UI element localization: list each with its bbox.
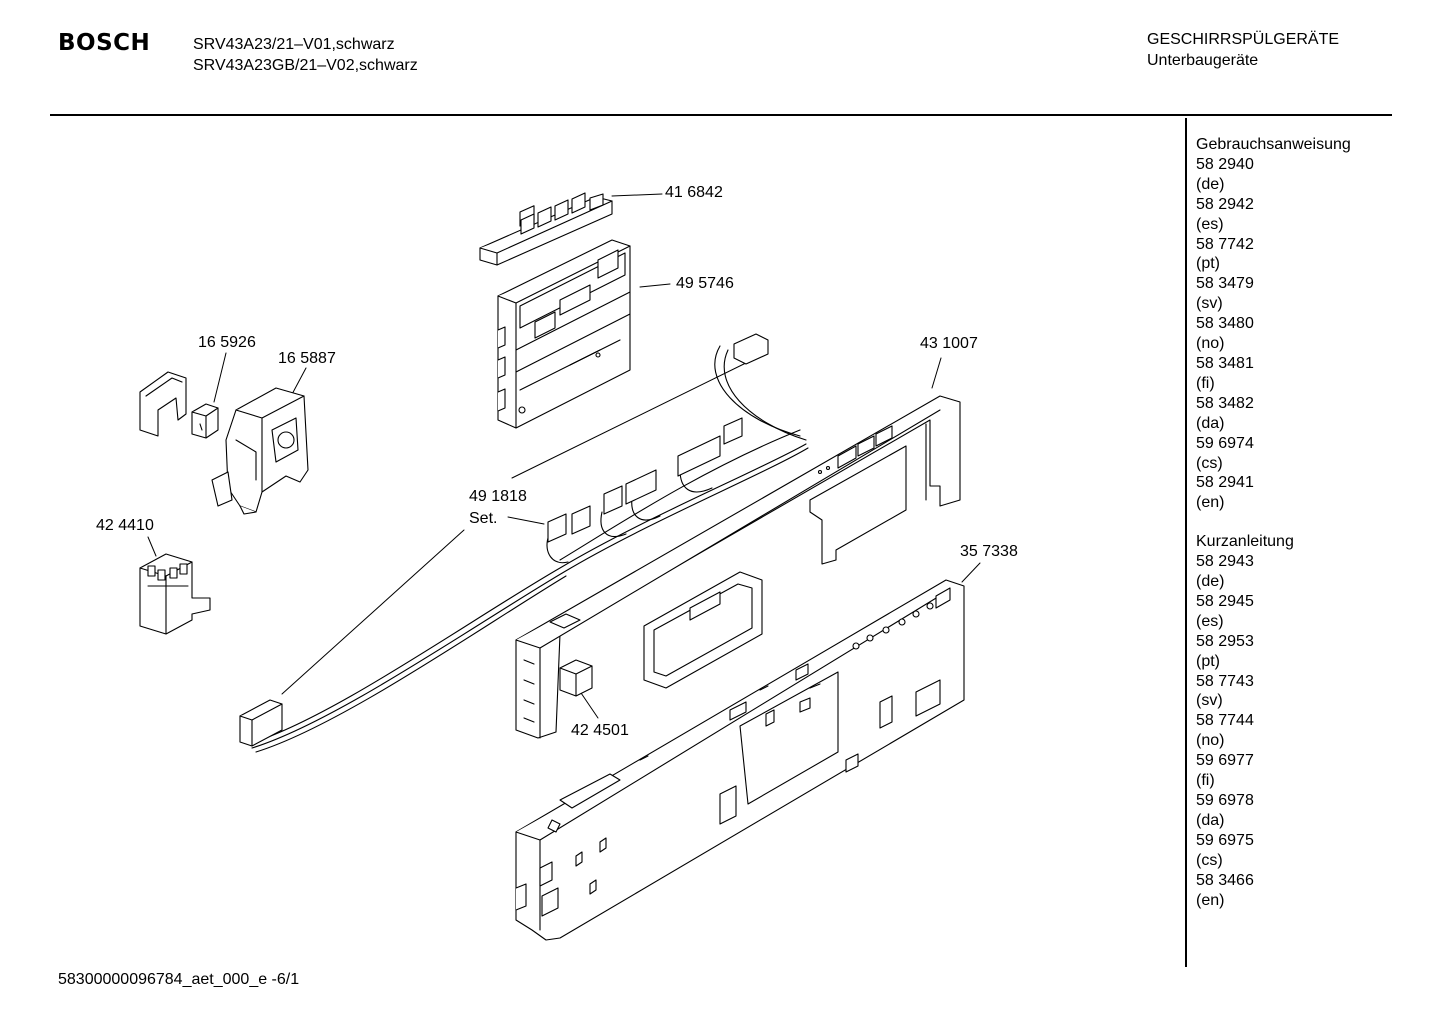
short-item: 58 2943 (1196, 553, 1254, 571)
part-424410-relay (140, 554, 210, 634)
manual-item: (en) (1196, 494, 1225, 512)
model-line-1: SRV43A23/21–V01,schwarz (193, 36, 395, 53)
part-165887-switch-housing (212, 388, 308, 514)
manual-item: 58 2940 (1196, 155, 1254, 173)
short-item: (no) (1196, 732, 1225, 750)
part-424501-block (560, 660, 592, 696)
part-label-424410: 42 4410 (96, 517, 154, 534)
manual-item: 58 2942 (1196, 195, 1254, 213)
short-item: 58 2945 (1196, 592, 1254, 610)
part-416842-cover-strip (480, 193, 612, 265)
part-label-491818: 49 1818 (469, 488, 527, 505)
part-431007-panel-frame (516, 396, 960, 738)
short-item: (sv) (1196, 692, 1223, 710)
manual-item: 58 3480 (1196, 315, 1254, 333)
brand-logo: BOSCH (58, 30, 151, 56)
part-label-165926: 16 5926 (198, 334, 256, 351)
short-item: (cs) (1196, 851, 1223, 869)
manual-item: 58 3482 (1196, 394, 1254, 412)
leader-lines (148, 194, 980, 718)
part-label-495746: 49 5746 (676, 275, 734, 292)
manual-title: Gebrauchsanweisung (1196, 136, 1351, 153)
manual-item: (es) (1196, 215, 1224, 233)
part-label-416842: 41 6842 (665, 184, 723, 201)
short-item: (de) (1196, 573, 1225, 591)
short-item: 59 6978 (1196, 792, 1254, 809)
short-item: 58 3466 (1196, 871, 1254, 889)
manual-item: (de) (1196, 175, 1225, 193)
manual-item: (sv) (1196, 295, 1223, 313)
part-357338-panel-body (516, 580, 964, 940)
short-item: (fi) (1196, 772, 1215, 790)
manual-item: 58 2941 (1196, 474, 1254, 492)
manual-item: (cs) (1196, 454, 1223, 472)
category-title: GESCHIRRSPÜLGERÄTE (1147, 31, 1340, 48)
part-label-424501: 42 4501 (571, 722, 629, 739)
short-item: (en) (1196, 891, 1225, 909)
short-item: 58 7743 (1196, 672, 1254, 690)
part-491818-wiring-harness (240, 334, 808, 752)
part-165926-bracket (140, 372, 218, 438)
manual-item: 59 6974 (1196, 434, 1254, 452)
manual-item: 58 3481 (1196, 354, 1254, 372)
part-label-431007: 43 1007 (920, 335, 978, 352)
short-item: 58 7744 (1196, 712, 1254, 730)
part-label-165887: 16 5887 (278, 350, 336, 367)
short-item: 59 6975 (1196, 831, 1254, 849)
short-item: (da) (1196, 811, 1225, 829)
document-code: 58300000096784_aet_000_e -6/1 (58, 971, 300, 988)
manual-item: (fi) (1196, 374, 1215, 392)
manual-item: (no) (1196, 335, 1225, 353)
sidebar-divider (1185, 118, 1187, 967)
manual-item: (da) (1196, 414, 1225, 432)
short-title: Kurzanleitung (1196, 533, 1294, 551)
header-divider (50, 114, 1392, 116)
document-list: Gebrauchsanweisung 58 2940 (de) 58 2942 … (1196, 135, 1351, 910)
manual-item: (pt) (1196, 255, 1220, 273)
model-line-2: SRV43A23GB/21–V02,schwarz (193, 57, 418, 74)
short-item: (es) (1196, 612, 1224, 630)
manual-item: 58 7742 (1196, 235, 1254, 253)
short-item: 59 6977 (1196, 752, 1254, 770)
category-subtitle: Unterbaugeräte (1147, 52, 1259, 69)
manual-item: 58 3479 (1196, 275, 1254, 293)
part-495746-control-module (498, 240, 630, 428)
short-item: (pt) (1196, 652, 1220, 670)
part-label-357338: 35 7338 (960, 543, 1018, 560)
short-item: 58 2953 (1196, 632, 1254, 650)
part-label-491818-note: Set. (469, 510, 498, 527)
display-window (644, 572, 762, 688)
